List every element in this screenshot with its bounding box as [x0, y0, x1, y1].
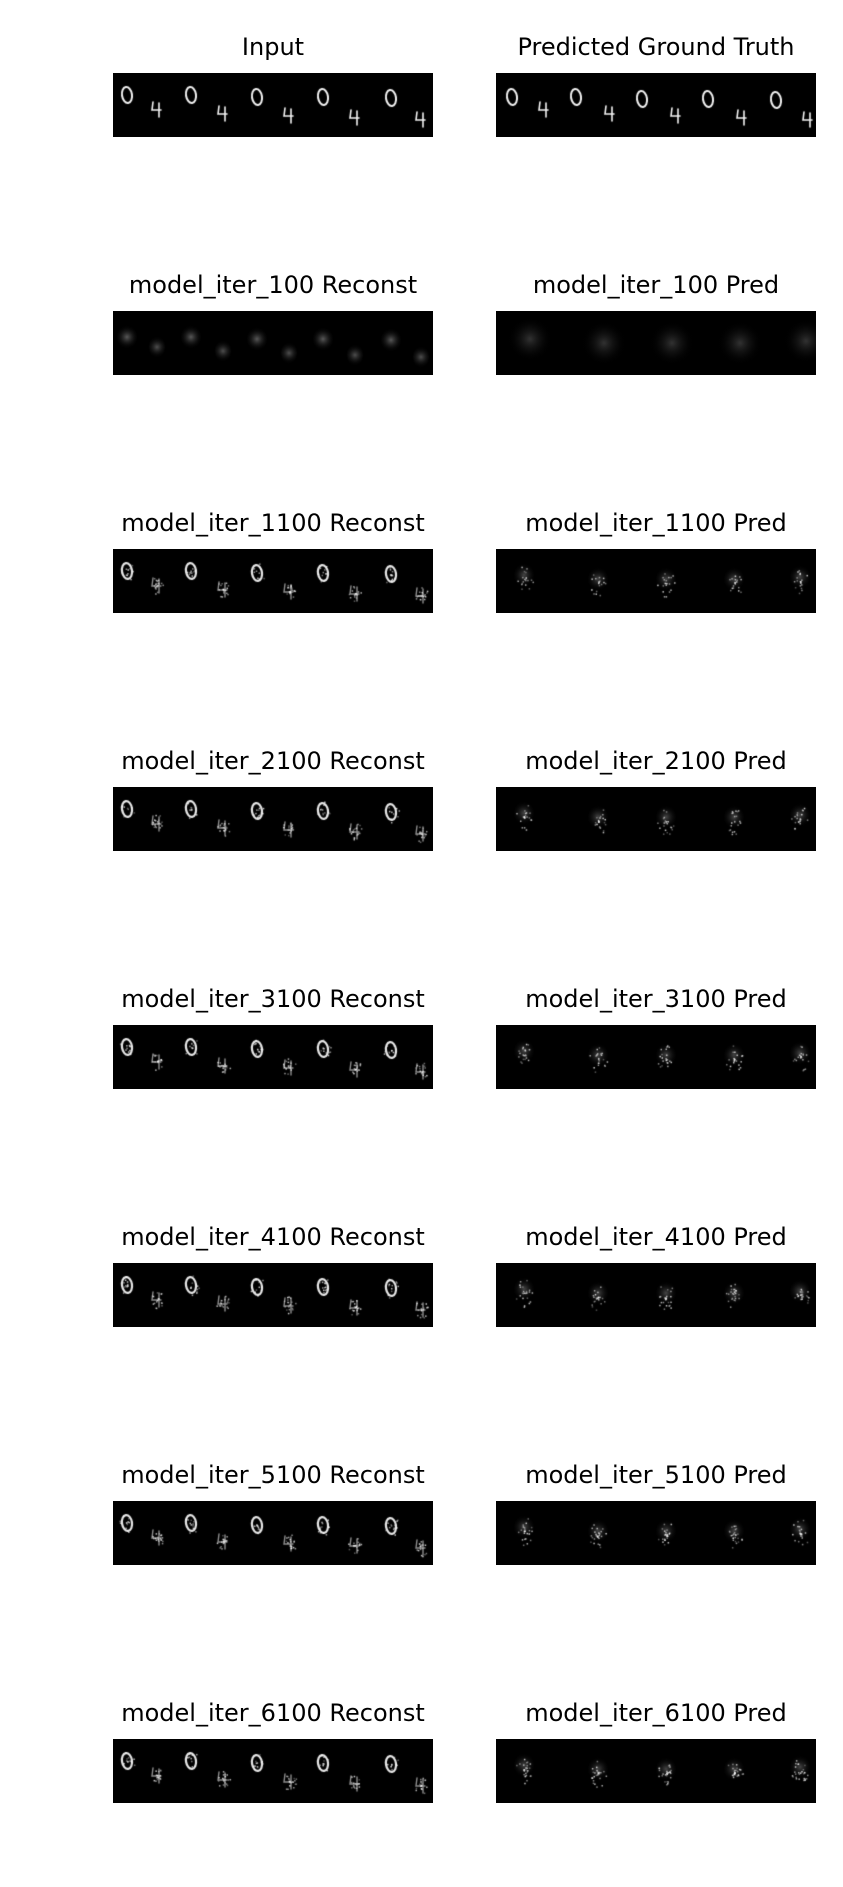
reconstruction-image-strip [113, 549, 433, 613]
panel-title: model_iter_4100 Reconst [121, 1223, 425, 1251]
panel-title: Input [241, 33, 305, 61]
panel-title: model_iter_100 Reconst [128, 271, 418, 299]
ground-truth-image-strip [496, 73, 816, 137]
prediction-image-strip [496, 1025, 816, 1089]
panel-title: model_iter_3100 Reconst [121, 985, 425, 1013]
panel-title: model_iter_5100 Reconst [121, 1461, 425, 1489]
panel-title: model_iter_1100 Pred [525, 509, 787, 537]
panel-title: model_iter_6100 Reconst [121, 1699, 425, 1727]
reconstruction-image-strip [113, 311, 433, 375]
reconstruction-image-strip [113, 1501, 433, 1565]
reconstruction-image-strip [113, 1025, 433, 1089]
panel-title: model_iter_4100 Pred [525, 1223, 787, 1251]
panel-title: model_iter_1100 Reconst [121, 509, 425, 537]
panel-title: model_iter_2100 Pred [525, 747, 787, 775]
panel-title: model_iter_6100 Pred [525, 1699, 787, 1727]
panel-title: model_iter_5100 Pred [525, 1461, 787, 1489]
panel-title: model_iter_2100 Reconst [121, 747, 425, 775]
prediction-image-strip [496, 1501, 816, 1565]
prediction-image-strip [496, 1739, 816, 1803]
prediction-image-strip [496, 311, 816, 375]
reconstruction-image-strip [113, 1263, 433, 1327]
panel-title: model_iter_3100 Pred [525, 985, 787, 1013]
reconstruction-image-strip [113, 1739, 433, 1803]
panel-title: model_iter_100 Pred [532, 271, 780, 299]
prediction-image-strip [496, 1263, 816, 1327]
prediction-image-strip [496, 787, 816, 851]
input-image-strip [113, 73, 433, 137]
prediction-image-strip [496, 549, 816, 613]
reconstruction-image-strip [113, 787, 433, 851]
panel-title: Predicted Ground Truth [517, 33, 795, 61]
